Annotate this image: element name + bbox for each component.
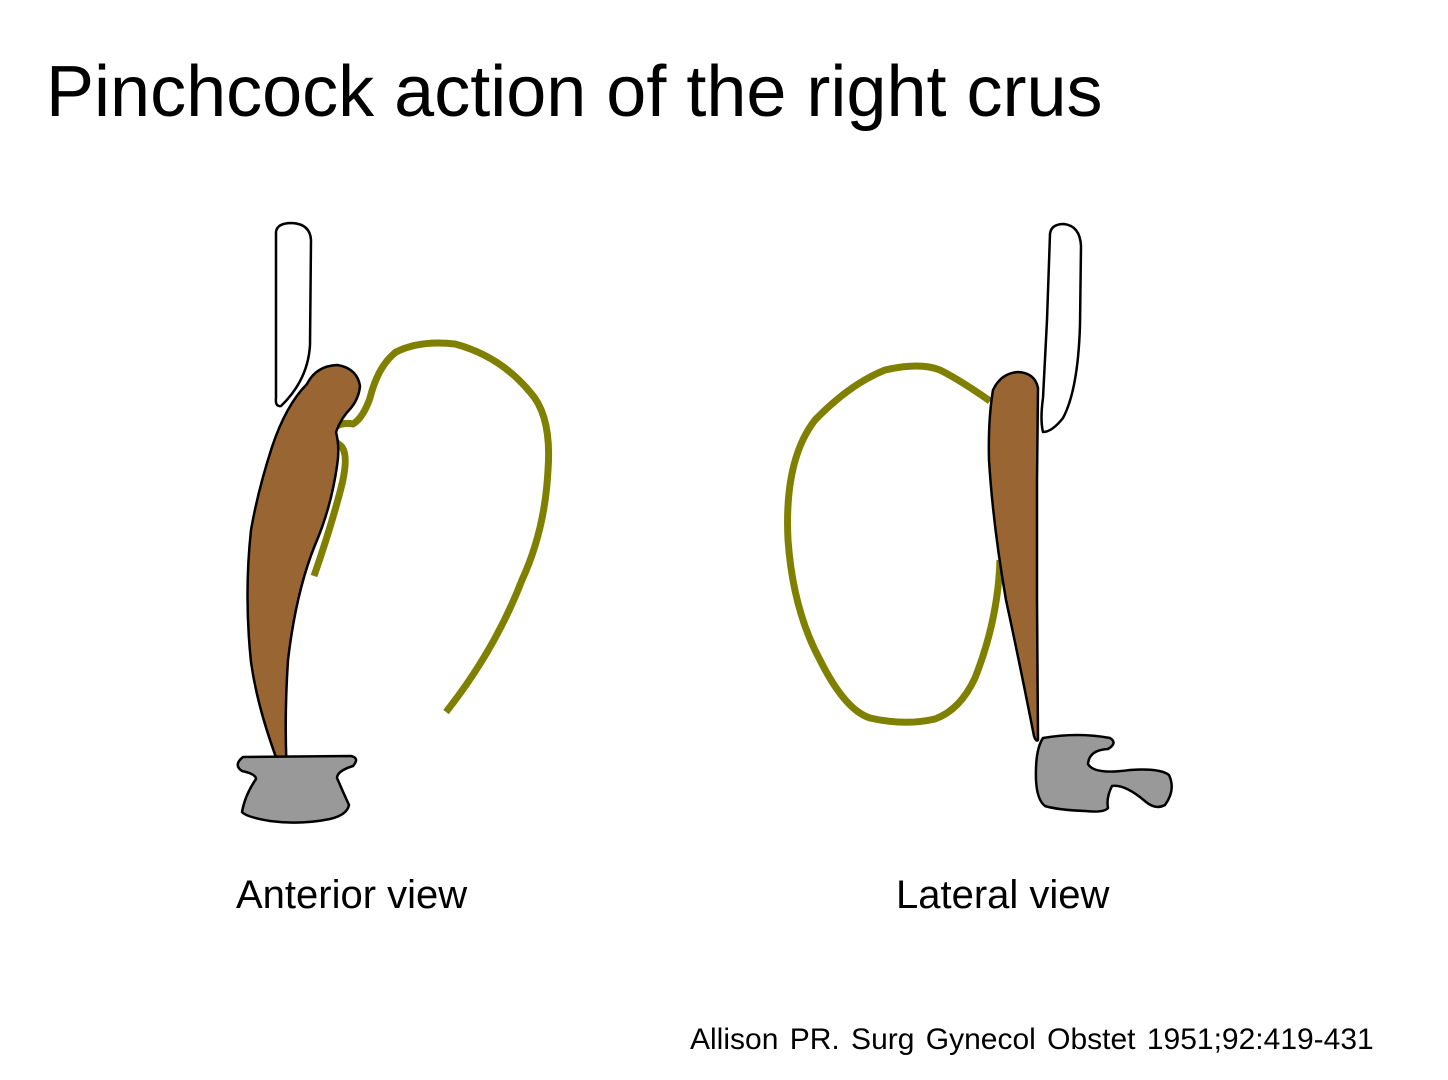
lateral-view-caption: Lateral view [896,873,1110,917]
anterior-vertebra [236,754,358,824]
lateral-right-crus [987,370,1040,742]
anterior-esophagus-stomach-line [310,339,553,715]
lateral-vertebra [1034,733,1173,813]
lateral-stomach-loop [784,362,1004,726]
anterior-upper-bone [274,221,313,408]
citation: Allison PR. Surg Gynecol Obstet 1951;92:… [690,1023,1374,1056]
anterior-view-illustration [236,221,553,824]
lateral-upper-bone [1040,222,1083,434]
anterior-right-crus [246,363,362,777]
lateral-view-illustration [784,222,1173,813]
anterior-view-caption: Anterior view [236,873,468,917]
slide-title: Pinchcock action of the right crus [46,52,1103,132]
